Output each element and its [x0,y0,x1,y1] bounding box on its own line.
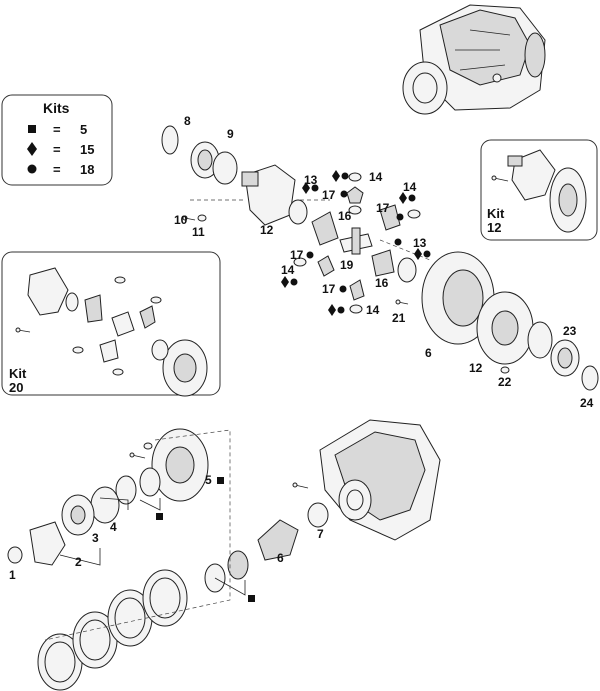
callout-13b: 13 [413,236,427,250]
callout-22: 22 [498,375,512,389]
callout-10: 10 [174,213,188,227]
diamond-marker-icon [328,304,336,316]
callout-12a: 12 [260,223,274,237]
square-marker-icon [28,125,36,133]
callout-17a: 17 [322,188,336,202]
diamond-marker-icon [281,276,289,288]
callout-4: 4 [110,520,117,534]
callout-17b: 17 [376,201,390,215]
kit-12-label: Kit [487,206,505,221]
legend-value-3: 18 [80,162,94,177]
diamond-marker-icon [399,192,407,204]
callout-19: 19 [340,258,354,272]
circle-marker-icon [311,184,319,192]
square-marker-icon [156,513,163,520]
legend-eq-3: = [53,162,61,177]
square-marker-icon [217,477,224,484]
circle-marker-icon [408,194,416,202]
callout-16b: 16 [375,276,389,290]
callout-12b: 12 [469,361,483,375]
callout-2: 2 [75,555,82,569]
legend-eq-2: = [53,142,61,157]
callout-17d: 17 [322,282,336,296]
diamond-marker-icon [27,142,37,156]
kit-20-box: Kit 20 [1,251,221,397]
diamond-marker-icon [302,182,310,194]
circle-marker-icon [423,250,431,258]
callout-5: 5 [205,473,212,487]
callout-14b: 14 [403,180,417,194]
diamond-marker-icon [414,248,422,260]
callout-8: 8 [184,114,191,128]
circle-marker-icon [341,172,349,180]
legend-title: Kits [43,100,70,116]
circle-marker-icon [339,285,347,293]
callout-14a: 14 [369,170,383,184]
circle-marker-icon [306,251,314,259]
callout-6b: 6 [277,551,284,565]
circle-marker-icon [337,306,345,314]
legend-value-1: 5 [80,122,87,137]
kit-20-label: Kit [9,366,27,381]
diamond-marker-icon [332,170,340,182]
differential-parts [161,125,599,391]
kit-20-number: 20 [9,380,23,395]
callout-14d: 14 [366,303,380,317]
callout-17c: 17 [290,248,304,262]
callout-16a: 16 [338,209,352,223]
kit-12-number: 12 [487,220,501,235]
circle-marker-icon [340,190,348,198]
callout-3: 3 [92,531,99,545]
kit-12-box: Kit 12 [480,139,598,241]
circle-marker-icon [396,213,404,221]
callout-24: 24 [580,396,594,410]
callout-14c: 14 [281,263,295,277]
legend-value-2: 15 [80,142,94,157]
square-marker-icon [248,595,255,602]
circle-marker-icon [394,238,402,246]
callout-markers [156,170,431,602]
legend-eq-1: = [53,122,61,137]
circle-marker-icon [290,278,298,286]
drive-housing-lower [7,419,441,691]
callout-7: 7 [317,527,324,541]
callout-labels: 8 9 10 11 12 13 14 17 14 16 17 13 17 19 … [9,114,594,582]
circle-marker-icon [27,164,37,174]
callout-11: 11 [192,225,205,239]
callout-21: 21 [392,311,406,325]
callout-1: 1 [9,568,16,582]
axle-housing-top [402,4,546,115]
callout-6a: 6 [425,346,432,360]
kits-legend: Kits = 5 = 15 = 18 [1,94,113,186]
callout-9: 9 [227,127,234,141]
callout-23: 23 [563,324,577,338]
callout-13a: 13 [304,173,318,187]
